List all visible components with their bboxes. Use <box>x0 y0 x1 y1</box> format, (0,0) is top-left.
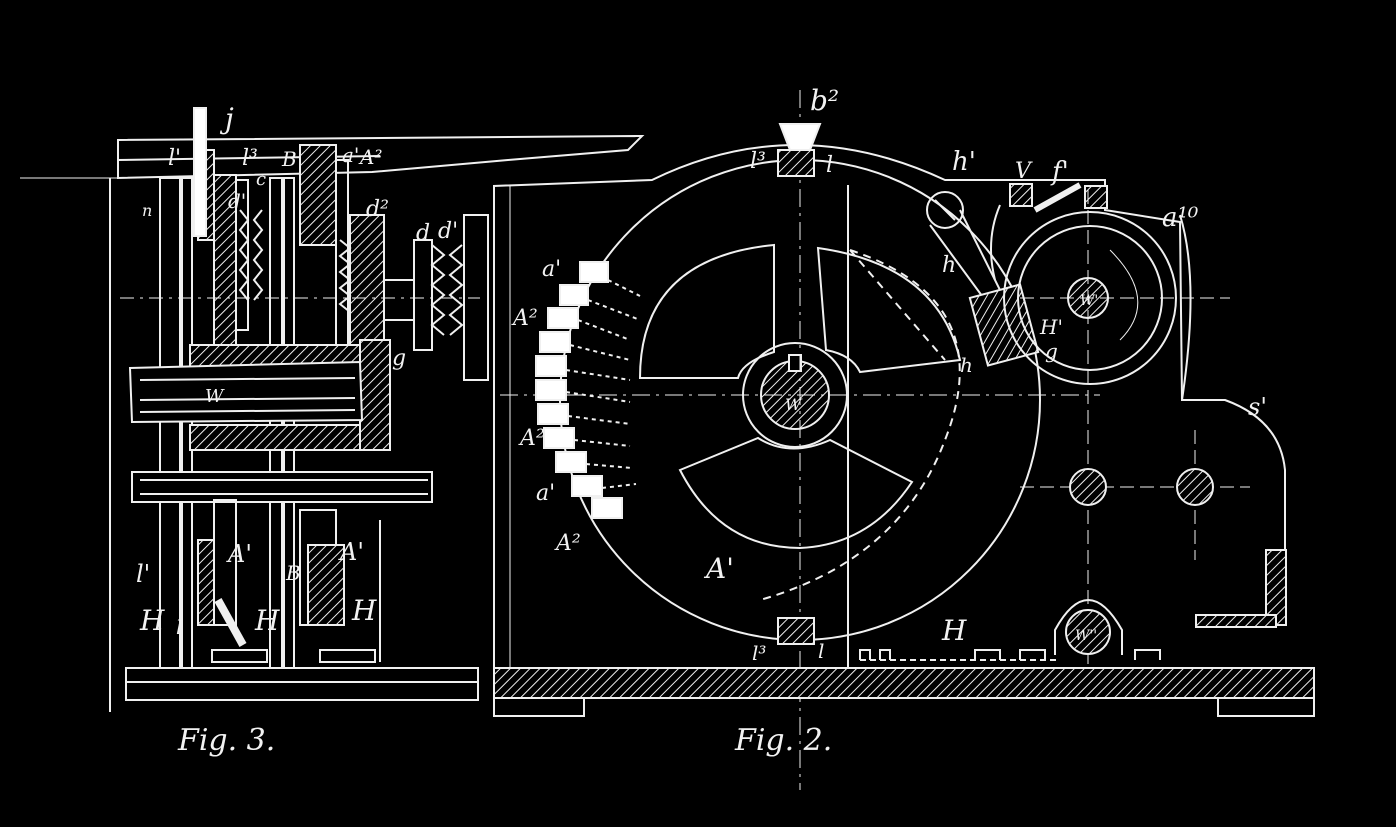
label-g: g <box>392 346 406 371</box>
label-d: d <box>416 221 430 246</box>
label-d-left: d' <box>228 189 246 213</box>
label-H: H <box>941 614 967 647</box>
label-h: h <box>942 253 956 278</box>
label-W11: W'' <box>1075 628 1097 644</box>
label-h1: h' <box>952 147 976 177</box>
label-W1: W' <box>1080 293 1098 309</box>
label-h-small: h <box>960 353 973 377</box>
label-A2-b: A² <box>518 426 545 451</box>
label-s1: s' <box>1248 393 1267 421</box>
fig2-caption: Fig. 2. <box>734 723 832 758</box>
label-l3-bot: l³ <box>752 641 766 665</box>
fig2-labels: b² l³ l h' V f' a¹⁰ a' A² h W' H' g h W … <box>511 84 1267 665</box>
label-l1-top: l' <box>168 146 181 171</box>
label-c: c <box>256 169 266 190</box>
label-b2: b² <box>810 84 839 117</box>
label-B-top: B <box>281 147 297 171</box>
label-W: W <box>785 395 803 414</box>
label-H1: H' <box>1039 315 1063 339</box>
label-l-bot: l <box>818 639 824 663</box>
fig3-caption: Fig. 3. <box>177 723 275 758</box>
label-a1-arc: a' <box>542 257 561 282</box>
label-H-left: H <box>139 604 165 637</box>
label-B-bot: B <box>285 561 301 585</box>
label-A2-top: A² <box>358 145 382 169</box>
fig2-drawing <box>493 90 1315 790</box>
label-f1: f' <box>1050 157 1069 187</box>
label-j: j <box>219 102 234 135</box>
type-segments <box>535 261 641 519</box>
label-a10: a¹⁰ <box>1162 203 1199 233</box>
label-V: V <box>1015 159 1033 184</box>
label-A1-right: A' <box>338 538 364 566</box>
label-g-fig2: g <box>1045 339 1058 363</box>
label-a1-b: a' <box>536 481 555 506</box>
label-A2-c: A² <box>554 531 581 556</box>
label-n: n <box>142 201 152 220</box>
label-l-top: l <box>826 153 833 178</box>
label-H-right: H <box>351 594 377 627</box>
label-H-mid: H <box>254 604 280 637</box>
label-l3: l³ <box>750 149 766 174</box>
label-a-top: a' <box>342 143 359 167</box>
label-d1: d' <box>438 219 458 244</box>
label-l3-bot: l' <box>136 560 150 588</box>
label-d2: d² <box>366 197 389 222</box>
fig3-labels: j l' l³ B a' A² n d' c d² d d' W g l' A'… <box>136 102 458 639</box>
fig3-drawing <box>20 107 645 712</box>
label-l3-top: l³ <box>242 146 258 171</box>
label-A2-a: A² <box>511 306 538 331</box>
label-W: W <box>205 386 225 407</box>
label-l-bot: l <box>176 615 182 639</box>
label-A1-left: A' <box>226 540 252 568</box>
label-A1: A' <box>703 552 734 585</box>
